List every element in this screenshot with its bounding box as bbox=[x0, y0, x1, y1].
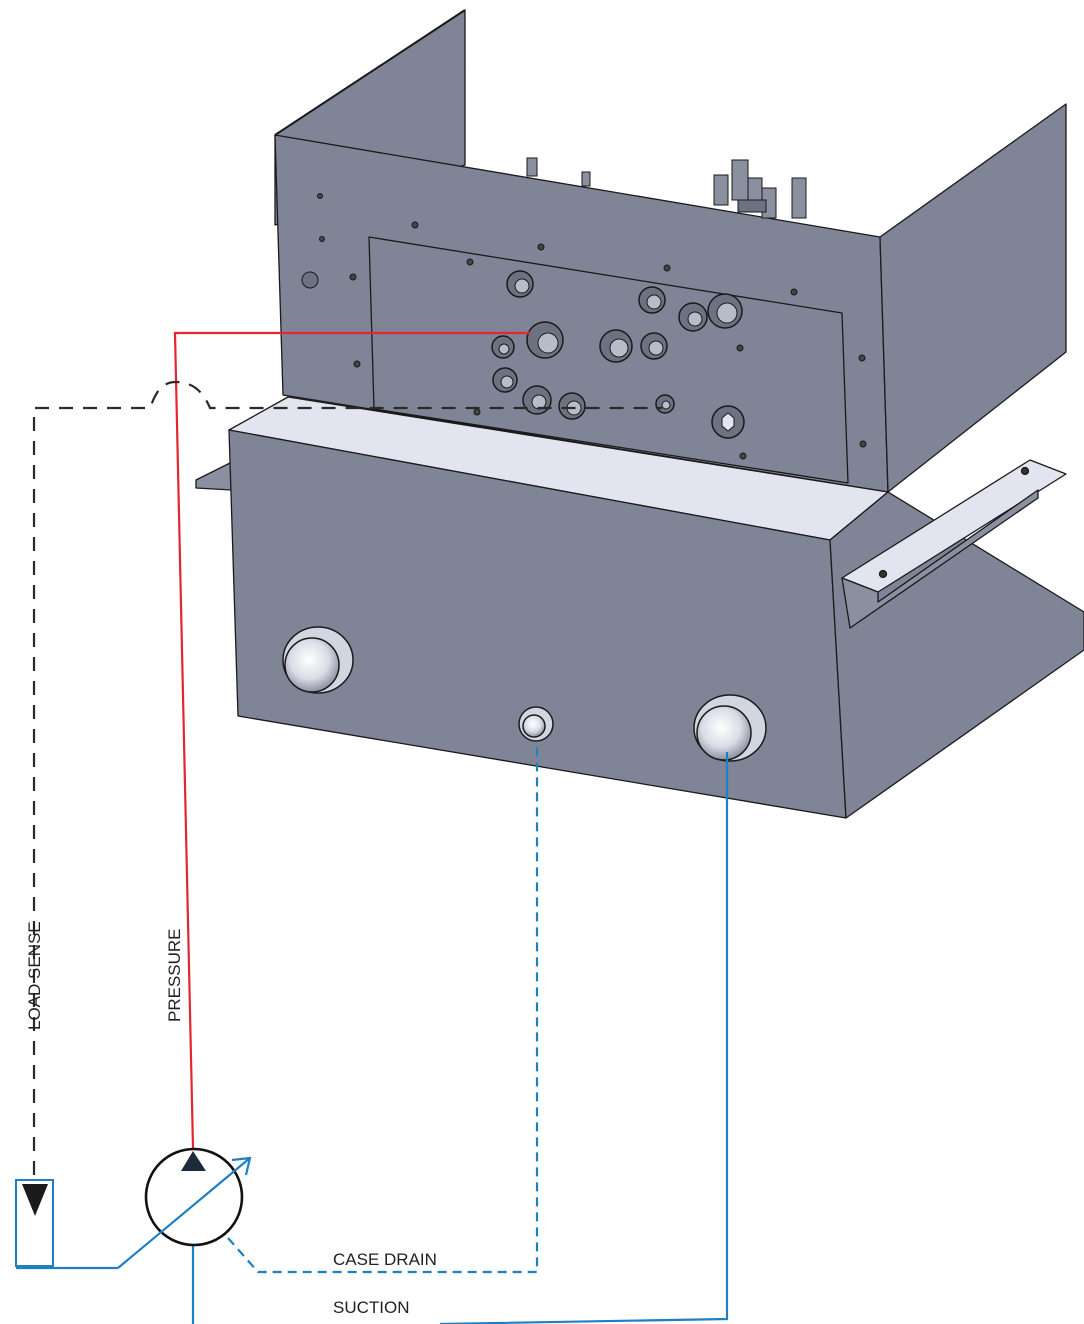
pump-outlet-triangle bbox=[181, 1151, 206, 1171]
pressure-line bbox=[173, 331, 530, 1149]
top-fittings bbox=[526, 157, 807, 219]
case-drain-label: CASE DRAIN bbox=[333, 1250, 437, 1269]
variable-arrow bbox=[117, 1157, 251, 1269]
port-case-drain bbox=[518, 706, 554, 742]
suction-return-line bbox=[439, 752, 729, 1324]
load-sense-line bbox=[32, 380, 662, 1175]
mounting-holes bbox=[301, 193, 867, 460]
variable-arrow-head bbox=[231, 1156, 252, 1176]
valve-ports bbox=[491, 270, 745, 439]
right-side-wall bbox=[879, 103, 1067, 493]
right-bracket-side bbox=[841, 489, 1039, 629]
pressure-label: PRESSURE bbox=[165, 928, 184, 1022]
port-suction bbox=[693, 694, 767, 762]
left-bracket bbox=[195, 461, 233, 491]
tank-ports bbox=[282, 626, 767, 762]
load-sense-label: LOAD SENSE bbox=[25, 921, 44, 1030]
suction-label: SUCTION bbox=[333, 1298, 410, 1317]
compensator-triangle bbox=[22, 1184, 48, 1216]
manifold-housing bbox=[195, 9, 1084, 819]
port-left bbox=[282, 626, 354, 694]
case-drain-line bbox=[227, 742, 539, 1274]
pump-circle bbox=[144, 1147, 244, 1247]
pump-symbol bbox=[16, 1147, 252, 1270]
load-sense-compensator bbox=[15, 1179, 54, 1267]
